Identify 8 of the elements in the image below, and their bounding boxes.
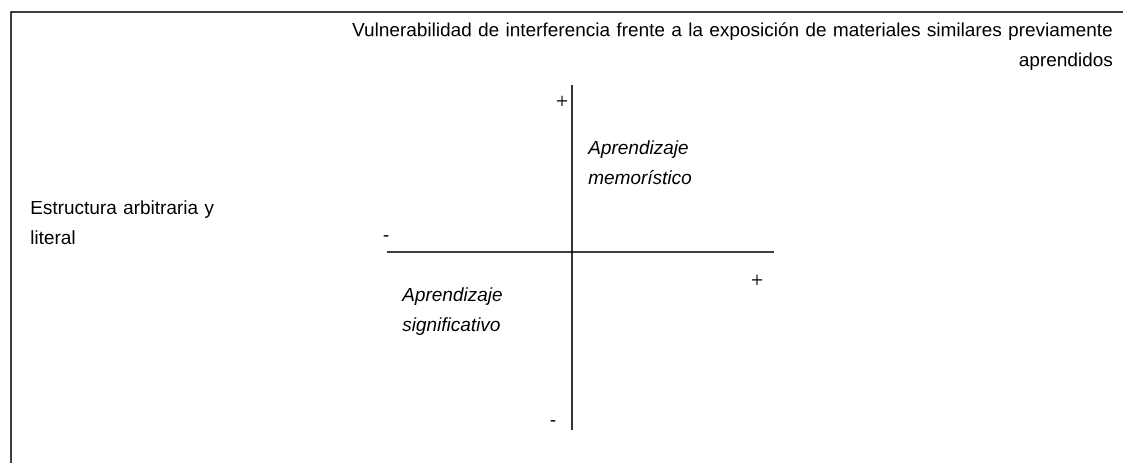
quadrant-label: Aprendizaje memorístico — [587, 140, 692, 185]
sign-label: - — [550, 420, 556, 422]
axis-title: Vulnerabilidad de interferencia frente a la exposición de materiales similares previamente aprendidos — [352, 22, 1113, 71]
sign-label: - — [383, 235, 389, 237]
quadrant-label: Aprendizaje significativo — [401, 287, 502, 335]
sign-label: + — [751, 274, 763, 286]
sign-label: + — [556, 95, 568, 107]
axis-title: Estructura arbitraria y literal — [31, 200, 214, 245]
